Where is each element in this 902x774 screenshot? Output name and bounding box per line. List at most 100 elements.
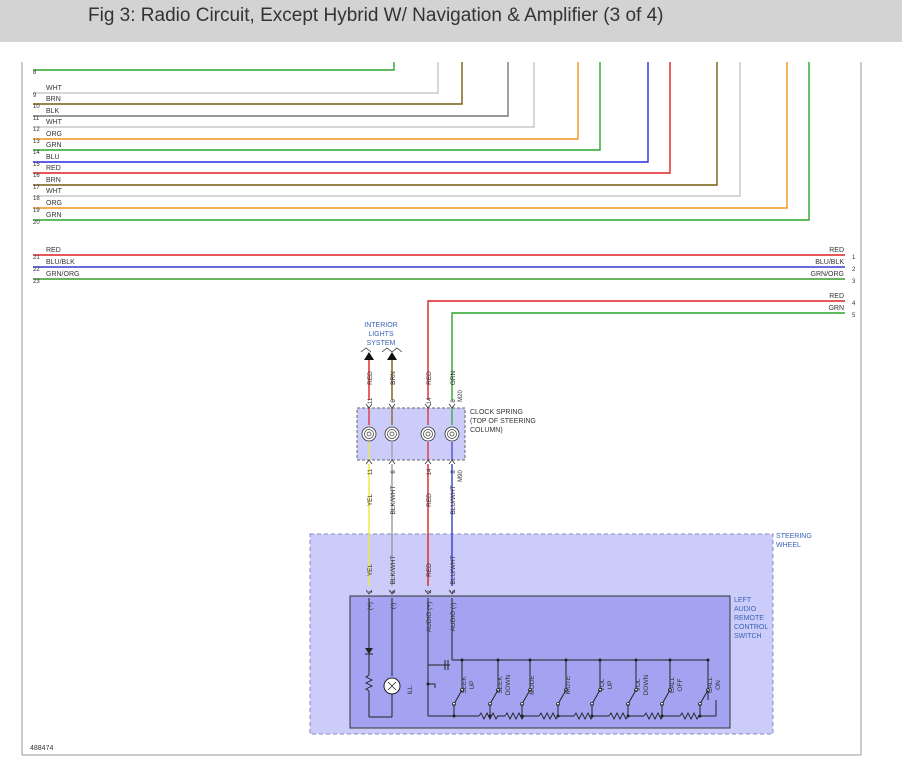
junction-dot — [452, 714, 456, 718]
steering-wheel-label: STEERING — [776, 533, 812, 540]
connector-chevron — [448, 403, 456, 409]
button-label-up: UP — [607, 680, 614, 689]
terminal-label: AUDIO (-) — [450, 603, 457, 632]
clock-spring-coil-icon — [420, 426, 436, 442]
clock-spring-label: CLOCK SPRING — [470, 409, 523, 416]
wire-pin-number: 14 — [427, 397, 433, 404]
wire-pin-number: 8 — [451, 399, 457, 403]
wire-color-label: RED — [426, 563, 433, 577]
button-label-vol: VOL — [599, 678, 606, 691]
button-label-on: ON — [715, 680, 722, 690]
wire-color-label: RED — [426, 371, 433, 385]
wire-pin-number: 2 — [852, 267, 856, 273]
right-wire-red — [427, 300, 845, 400]
switch-blade — [627, 689, 637, 705]
wire-pin-number: 15 — [33, 162, 40, 168]
button-label-vol: VOL — [635, 678, 642, 691]
clock-spring-coil-icon — [361, 426, 377, 442]
wire-pin-number: 8 — [451, 470, 457, 474]
wire-color-label: BLU/WHT — [450, 485, 457, 514]
wire-pin-number: 14 — [427, 468, 433, 475]
button-label-off: OFF — [677, 678, 684, 691]
switch-blade — [453, 689, 463, 705]
connector-chevron — [424, 589, 432, 595]
button-label-up: UP — [469, 680, 476, 689]
wire-color-label: BLK/WHT — [390, 556, 397, 585]
up-arrow-icon — [387, 352, 397, 360]
button-label-down: DOWN — [505, 674, 512, 695]
circuit-number-label: M20 — [458, 390, 464, 402]
labels-layer: 89WHT10BRN11BLK12WHT13ORG14GRN15BLU16RED… — [30, 70, 856, 752]
diagram-frame — [21, 62, 862, 756]
connector-chevron — [388, 589, 396, 595]
resistor-icon — [643, 711, 664, 721]
resistor-icon — [608, 711, 629, 721]
switch-label: CONTROL — [734, 624, 768, 631]
button-label-mode: MODE — [529, 675, 536, 695]
clock-spring-coil-icon — [444, 426, 460, 442]
switch-blade — [521, 689, 531, 705]
page-title: Fig 3: Radio Circuit, Except Hybrid W/ N… — [88, 5, 664, 26]
audio-switch-box — [349, 595, 731, 729]
wire-color-label: YEL — [367, 563, 374, 576]
wire-color-label: GRN — [46, 212, 62, 219]
clock-spring-coil-icon — [449, 431, 455, 437]
wire-color-label: RED — [829, 247, 844, 254]
wire-pin-number: 11 — [368, 397, 374, 404]
connector-chevron — [365, 459, 373, 465]
wire-pin-number: 5 — [852, 313, 856, 319]
switch-blade — [591, 689, 601, 705]
wire-color-label: ORG — [46, 200, 62, 207]
wires-layer — [33, 62, 845, 586]
wire-pin-number: 16 — [33, 173, 40, 179]
wire-color-label: GRN — [450, 370, 457, 385]
wire-color-label: GRN — [828, 305, 844, 312]
resistor-icon — [679, 711, 700, 721]
wire-pin-number: 3 — [852, 279, 856, 285]
wire-color-label: BLU — [46, 154, 60, 161]
junction-dot — [660, 714, 664, 718]
wire-color-label: RED — [829, 293, 844, 300]
junction-dot — [698, 714, 702, 718]
clock-spring-coil-icon — [423, 429, 433, 439]
steering-wheel-label: WHEEL — [776, 542, 801, 549]
clock-spring-coil-icon — [389, 431, 395, 437]
wire-pin-number: 6 — [391, 470, 397, 474]
harness-wire-13 — [33, 62, 579, 140]
wire-color-label: WHT — [46, 119, 63, 126]
wire-pin-number: 9 — [33, 93, 37, 99]
right-wire-grn — [451, 312, 845, 400]
wire-color-label: WHT — [46, 85, 63, 92]
junction-dot — [488, 714, 492, 718]
up-arrow-icon — [364, 352, 374, 360]
interior-lights-label: INTERIOR — [364, 322, 397, 329]
wire-color-label: GRN/ORG — [46, 271, 79, 278]
components-layer — [360, 347, 717, 721]
interior-lights-label: LIGHTS — [368, 331, 394, 338]
wire-color-label: WHT — [46, 188, 63, 195]
wire-color-label: GRN — [46, 142, 62, 149]
wire-color-label: BLK/WHT — [390, 486, 397, 515]
wire-pin-number: 8 — [33, 70, 37, 76]
clock-spring-label: (TOP OF STEERING — [470, 418, 536, 425]
switch-label: SWITCH — [734, 633, 762, 640]
harness-wire-9 — [33, 62, 439, 94]
wire-pin-number: 1 — [852, 255, 856, 261]
clock-spring-coil-icon — [384, 426, 400, 442]
harness-wire-17 — [33, 62, 718, 186]
wire-pin-number: 17 — [33, 185, 40, 191]
interior-lights-label: SYSTEM — [367, 340, 396, 347]
harness-wire-8 — [33, 62, 395, 71]
wire-pin-number: 11 — [33, 116, 40, 122]
wire-color-label: ORG — [46, 131, 62, 138]
wire-color-label: RED — [46, 165, 61, 172]
button-label-call: CALL — [707, 676, 714, 693]
wire-pin-number: 6 — [391, 399, 397, 403]
clock-spring-coil-icon — [387, 429, 397, 439]
button-label-down: DOWN — [643, 674, 650, 695]
wire-color-label: GRN/ORG — [811, 271, 844, 278]
switch-blade — [489, 689, 499, 705]
junction-dot — [626, 714, 630, 718]
connector-chevron — [365, 589, 373, 595]
